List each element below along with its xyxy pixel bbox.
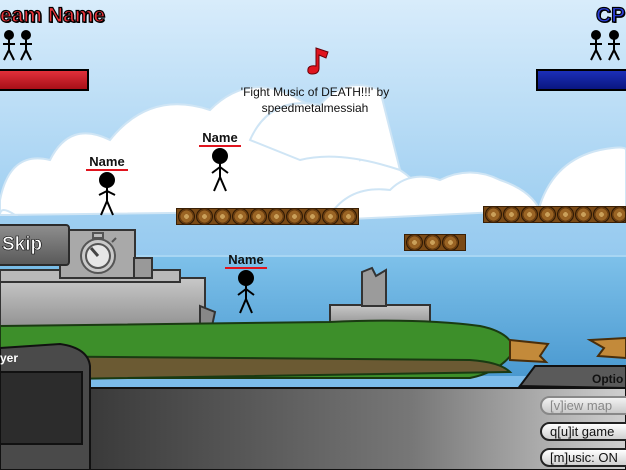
log-platform <box>176 208 359 225</box>
log-segment <box>322 209 339 224</box>
log-segment <box>214 209 231 224</box>
broken-planks <box>509 336 626 364</box>
log-segment <box>340 209 357 224</box>
options-label: Optio <box>592 372 624 386</box>
log-segment <box>485 207 502 222</box>
character-name-label: Name <box>202 130 238 145</box>
log-segment <box>304 209 321 224</box>
character-3[interactable]: Name <box>216 252 276 320</box>
music-credit-line2: speedmetalmessiah <box>261 101 369 115</box>
log-segment <box>503 207 520 222</box>
bottom-panel-frame <box>0 342 626 470</box>
cpu-health-bar <box>536 69 626 91</box>
stopwatch-icon <box>80 232 117 274</box>
skip-button[interactable]: Skip <box>0 224 70 266</box>
log-segment <box>268 209 285 224</box>
view-map-button[interactable]: [v]iew map <box>540 396 626 415</box>
music-credit: 'Fight Music of DEATH!!!' by speedmetalm… <box>185 84 445 116</box>
character-2[interactable]: Name <box>190 130 250 198</box>
quit-game-button[interactable]: q[u]it game <box>540 422 626 441</box>
log-platform <box>483 206 626 223</box>
player-health-bar <box>0 69 89 91</box>
stick-figure-icon <box>237 270 255 314</box>
grass-island <box>0 319 517 382</box>
log-segment <box>611 207 625 222</box>
log-segment <box>232 209 249 224</box>
cpu-team-title: CP <box>595 3 626 27</box>
log-segment <box>521 207 538 222</box>
stick-figure-icon <box>98 172 116 216</box>
log-segment <box>593 207 610 222</box>
log-segment <box>557 207 574 222</box>
log-segment <box>539 207 556 222</box>
log-segment <box>406 235 423 250</box>
log-segment <box>575 207 592 222</box>
log-segment <box>442 235 459 250</box>
music-note-icon <box>307 47 329 75</box>
music-toggle-button[interactable]: [m]usic: ON <box>540 448 626 467</box>
log-segment <box>358 208 359 225</box>
log-segment <box>196 209 213 224</box>
character-name-underline <box>86 169 128 171</box>
character-1[interactable]: Name <box>77 154 137 222</box>
log-segment <box>424 235 441 250</box>
player-lives-icon <box>3 30 32 61</box>
stick-figure-icon <box>211 148 229 192</box>
music-credit-line1: 'Fight Music of DEATH!!!' by <box>240 85 390 99</box>
log-segment <box>178 209 195 224</box>
character-name-label: Name <box>228 252 264 267</box>
cpu-lives-icon <box>590 30 620 61</box>
player-team-title: eam Name <box>0 3 106 27</box>
character-name-underline <box>225 267 267 269</box>
log-segment <box>286 209 303 224</box>
character-name-underline <box>199 145 241 147</box>
character-name-label: Name <box>89 154 125 169</box>
left-tab-label: yer <box>0 351 19 365</box>
log-segment <box>250 209 267 224</box>
log-platform <box>404 234 466 251</box>
